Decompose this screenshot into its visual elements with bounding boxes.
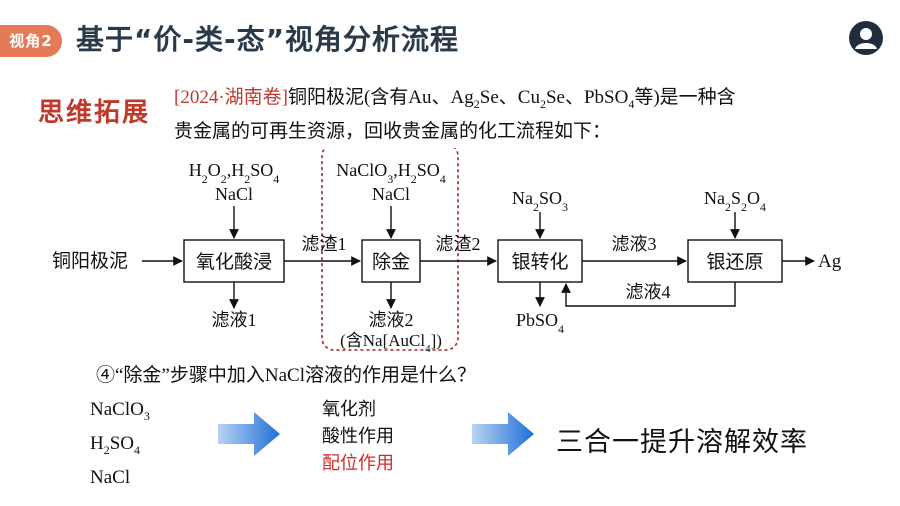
reagent-2-line1: NaClO3,H2SO4 [336, 160, 446, 186]
conclusion-text: 三合一提升溶解效率 [556, 427, 808, 458]
problem-text-2: Se、Cu [479, 87, 540, 108]
subscript: 2 [539, 96, 546, 111]
header: 视角2 基于“价-类-态”视角分析流程 [0, 0, 900, 78]
reagent-1-line2: NaCl [215, 184, 253, 204]
section-tag: 视角2 [0, 25, 62, 57]
reagent-item: NaClO3 [90, 399, 150, 423]
step-label-1: 氧化酸浸 [196, 251, 272, 273]
output-3: PbSO4 [516, 310, 564, 336]
role-item: 酸性作用 [322, 426, 394, 447]
step-box-2 [361, 239, 421, 283]
reagent-item: NaCl [90, 466, 131, 488]
reagent-4: Na2S2O4 [704, 188, 766, 214]
problem-line-2: 贵金属的可再生资源，回收贵金属的化工流程如下： [174, 120, 612, 142]
step-box-1 [183, 239, 285, 283]
output-2-line2: (含Na[AuCl4]) [340, 331, 442, 355]
process-flow-diagram: 铜阳极泥 氧化酸浸 H2O2,H2SO4 NaCl 滤液1 滤渣1 除金 NaC… [52, 148, 842, 355]
start-material: 铜阳极泥 [52, 250, 128, 272]
reagent-3: Na2SO3 [512, 188, 568, 214]
problem-source: [2024·湖南卷] [174, 87, 288, 108]
output-1: 滤液1 [212, 310, 257, 330]
role-list: 氧化剂 酸性作用 配位作用 [322, 396, 394, 477]
return-loop-line [561, 282, 736, 307]
problem-text-3: Se、PbSO [545, 87, 629, 108]
return-label: 滤液4 [626, 282, 671, 302]
reagent-item: H2SO4 [90, 432, 141, 457]
page-title: 基于“价-类-态”视角分析流程 [76, 23, 460, 56]
step-label-2: 除金 [372, 251, 410, 273]
role-item: 氧化剂 [322, 399, 376, 420]
highlight-dashed-box [321, 148, 459, 351]
arrow-2-label: 滤渣2 [436, 234, 481, 254]
problem-text-4: 等)是一种含 [634, 87, 736, 108]
right-arrow-icon [472, 412, 534, 456]
arrow-1-label: 滤渣1 [302, 234, 347, 254]
arrow-3-label: 滤液3 [612, 234, 657, 254]
problem-statement: [2024·湖南卷]铜阳极泥(含有Au、Ag2Se、Cu2Se、PbSO4等)是… [174, 84, 864, 145]
end-product: Ag [818, 251, 842, 272]
output-2-line1: 滤液2 [369, 310, 414, 330]
role-item-highlight: 配位作用 [322, 453, 394, 474]
subscript: 2 [473, 96, 480, 111]
problem-text-1: 铜阳极泥(含有Au、Ag [287, 87, 474, 108]
reagent-list: NaClO3 H2SO4 NaCl [90, 396, 150, 491]
step-label-3: 银转化 [511, 251, 568, 273]
user-avatar-icon[interactable] [848, 20, 884, 56]
question-text: ④“除金”步骤中加入NaCl溶液的作用是什么？ [96, 365, 476, 386]
subscript: 4 [628, 96, 635, 111]
right-arrow-icon [218, 412, 280, 456]
reagent-1-line1: H2O2,H2SO4 [189, 160, 280, 186]
sub-heading: 思维拓展 [38, 98, 151, 128]
step-label-4: 银还原 [706, 251, 763, 273]
reagent-2-line2: NaCl [372, 184, 410, 204]
